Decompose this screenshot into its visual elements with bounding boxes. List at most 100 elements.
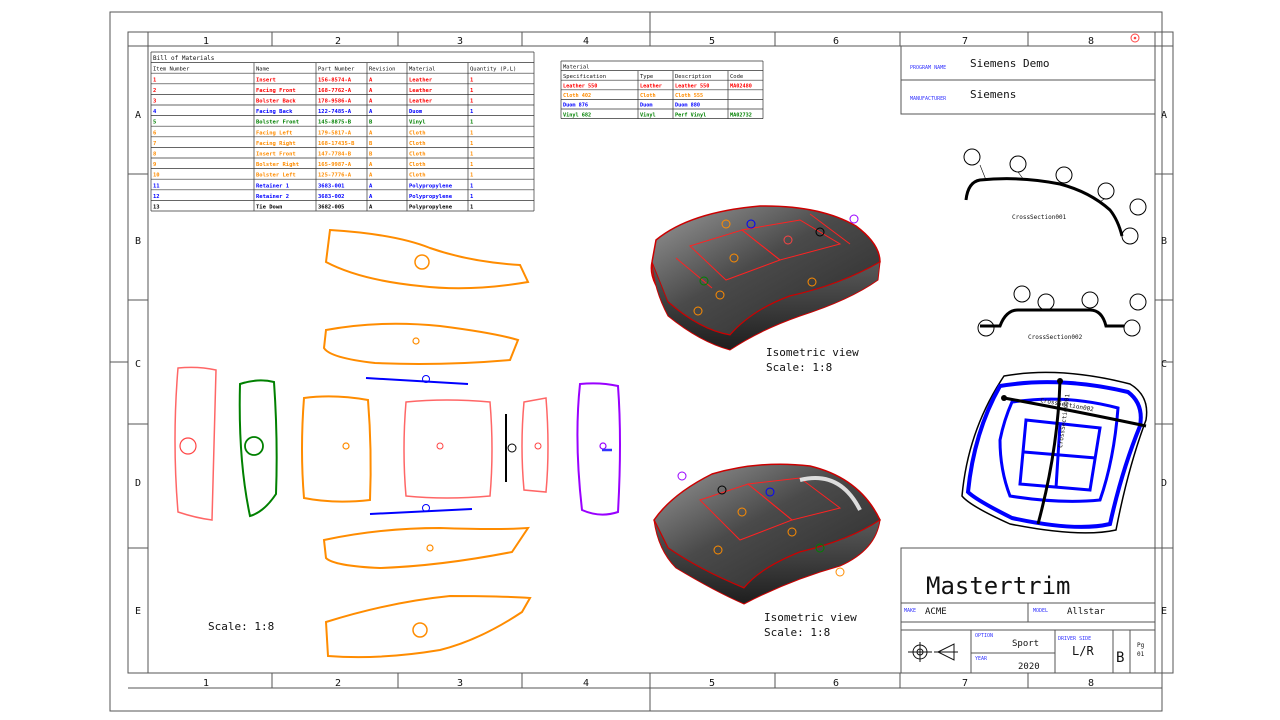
cross-section-1-view (963, 148, 1147, 245)
year-value: 2020 (1018, 662, 1040, 672)
column-label-top: 7 (962, 36, 968, 47)
material-cell: Leather 550 (675, 84, 709, 90)
pattern-piece-facing-left (174, 366, 217, 521)
section-tag-icon (1097, 182, 1115, 200)
manufacturer-value: Siemens (970, 88, 1016, 101)
bom-cell: 1 (470, 205, 474, 211)
row-label-left: A (135, 110, 141, 121)
bom-cell: 3682-005 (318, 205, 345, 211)
material-cell: Vinyl 682 (563, 112, 591, 118)
material-cell: Duom 880 (675, 103, 700, 109)
bom-cell: Facing Right (256, 141, 296, 147)
bom-cell: 2 (153, 88, 156, 94)
column-label-top: 2 (335, 36, 341, 47)
column-label-bottom: 6 (833, 678, 839, 689)
bom-cell: A (369, 194, 373, 200)
isometric-view-label-2: Isometric view (764, 611, 857, 624)
piece-label-marker (412, 337, 420, 345)
bom-cell: Facing Back (256, 109, 293, 115)
flat-pattern-view (174, 228, 621, 659)
bom-cell: Insert Front (256, 152, 296, 158)
piece-label-marker (426, 544, 434, 552)
material-cell: Leather 550 (563, 84, 597, 90)
material-cell: Duom 876 (563, 103, 588, 109)
material-header-cell: Description (675, 74, 711, 80)
row-label-right: C (1161, 359, 1167, 370)
bom-cell: Polypropylene (409, 205, 453, 211)
bom-cell: Leather (409, 99, 433, 105)
bom-cell: A (369, 205, 373, 211)
material-cell: Duom (640, 103, 653, 109)
material-cell: Leather (640, 84, 662, 90)
bom-cell: 9 (153, 162, 156, 168)
column-label-bottom: 8 (1088, 678, 1094, 689)
option-label: OPTION (975, 633, 993, 639)
bom-cell: A (369, 88, 373, 94)
big-title: Mastertrim (926, 572, 1071, 600)
section-tag-icon (1013, 285, 1031, 303)
bom-cell: A (369, 183, 373, 189)
bom-cell: Tie Down (256, 205, 283, 211)
bom-cell: Insert (256, 77, 276, 83)
driver-side-label: DRIVER SIDE (1058, 636, 1091, 642)
isometric-view-top (650, 205, 881, 351)
material-cell: Cloth 402 (563, 93, 591, 99)
column-label-top: 6 (833, 36, 839, 47)
pattern-piece-bolster-front (238, 379, 278, 518)
option-value: Sport (1012, 639, 1039, 649)
piece-label-marker (244, 436, 264, 456)
bom-cell: 4 (153, 109, 157, 115)
year-label: YEAR (975, 656, 988, 662)
pattern-piece-bolster-right (521, 397, 549, 493)
bom-cell: 1 (470, 88, 474, 94)
piece-label-marker (422, 504, 430, 512)
column-label-top: 4 (583, 36, 589, 47)
piece-label-marker (599, 442, 607, 450)
bom-cell: Bolster Left (256, 173, 296, 179)
piece-label-marker (414, 254, 430, 270)
bom-cell: B (369, 141, 373, 147)
row-label-right: B (1161, 236, 1167, 247)
column-label-bottom: 7 (962, 678, 968, 689)
bom-cell: 1 (470, 120, 474, 126)
isometric-scale-label-1: Scale: 1:8 (766, 361, 832, 374)
material-cell: MA02480 (730, 84, 752, 90)
bom-cell: 10 (153, 173, 160, 179)
bom-cell: 1 (470, 152, 474, 158)
bom-cell: 1 (470, 130, 474, 136)
bom-cell: 1 (470, 141, 474, 147)
isometric-view-label-1: Isometric view (766, 346, 859, 359)
row-label-left: D (135, 478, 141, 489)
bom-cell: Bolster Right (256, 162, 299, 168)
material-cell: MA02732 (730, 112, 752, 118)
bom-cell: 1 (470, 183, 474, 189)
piece-label-marker (342, 442, 350, 450)
section-tag-icon (1121, 227, 1139, 245)
isometric-view-bottom (653, 463, 881, 605)
make-value: ACME (925, 607, 947, 617)
column-label-top: 1 (203, 36, 209, 47)
cross-section-2-label: CrossSection002 (1028, 334, 1083, 341)
column-label-bottom: 2 (335, 678, 341, 689)
section-tag-icon (1129, 198, 1147, 216)
program-name-value: Siemens Demo (970, 57, 1049, 70)
pattern-piece-facing-back-top (324, 228, 530, 290)
bom-cell: 3683-001 (318, 183, 345, 189)
section-tag-icon (977, 319, 995, 337)
column-label-bottom: 3 (457, 678, 463, 689)
bom-cell: 11 (153, 183, 160, 189)
bom-cell: 1 (153, 77, 157, 83)
column-label-bottom: 1 (203, 678, 209, 689)
section-tag-icon (1009, 155, 1027, 173)
piece-label-marker (534, 442, 542, 450)
manufacturer-label: MANUFACTURER (910, 96, 947, 102)
bom-cell: Cloth (409, 130, 426, 136)
zone-ticks (110, 12, 1173, 711)
pattern-piece-insert (403, 399, 493, 499)
piece-label-marker (179, 437, 197, 455)
material-header-cell: Code (730, 74, 743, 80)
bom-cell: Cloth (409, 162, 426, 168)
